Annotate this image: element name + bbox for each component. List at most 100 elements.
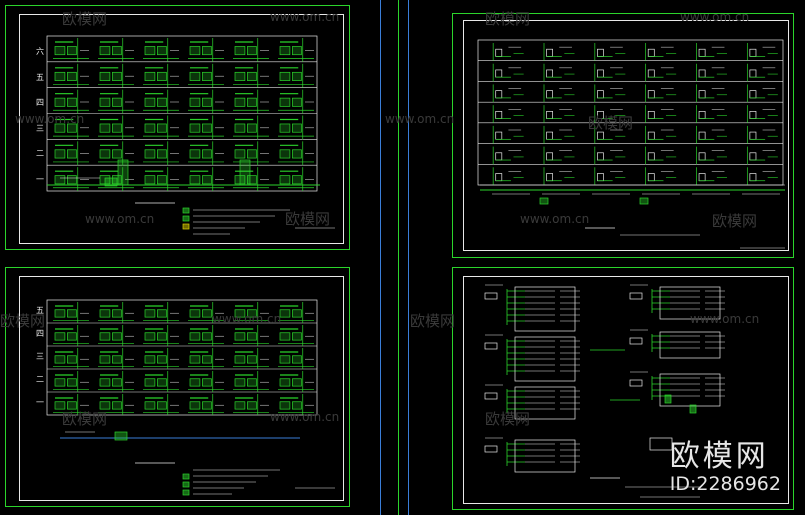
- watermark-brand-2: 欧模网: [485, 10, 531, 28]
- br-incoming-box: [629, 337, 643, 345]
- tl-unit-box: [189, 175, 201, 185]
- tr-unit-box: [749, 111, 757, 119]
- bl-unit-box: [292, 401, 302, 410]
- tl-unit-box: [144, 97, 156, 107]
- tl-floor-label: 六: [36, 47, 44, 56]
- tr-unit-box: [495, 90, 503, 99]
- tl-unit-box: [144, 175, 156, 185]
- tr-unit-box: [749, 90, 757, 99]
- bl-unit-box: [112, 378, 122, 387]
- tl-floor-label: 二: [36, 149, 44, 158]
- bl-unit-box: [157, 332, 167, 341]
- watermark-brand-3: 欧模网: [285, 210, 331, 228]
- tr-unit-box: [749, 69, 757, 78]
- bl-unit-box: [292, 355, 302, 364]
- tl-unit-box: [112, 46, 122, 56]
- bl-unit-box: [202, 355, 212, 364]
- bl-unit-box: [157, 355, 167, 364]
- tl-unit-box: [279, 149, 291, 159]
- tl-unit-box: [292, 97, 302, 107]
- tl-unit-box: [292, 123, 302, 133]
- tl-unit-box: [54, 149, 66, 159]
- tl-unit-box: [67, 123, 77, 133]
- br-panel-frame: [514, 286, 576, 332]
- tr-unit-box: [495, 131, 503, 140]
- watermark-site-1: www.om.cn: [270, 10, 340, 24]
- br-device-box: [649, 437, 673, 451]
- bl-unit-box: [189, 401, 201, 410]
- tl-unit-box: [157, 149, 167, 159]
- tl-unit-box: [292, 175, 302, 185]
- bl-unit-box: [202, 309, 212, 318]
- watermark-brand-5: 欧模网: [712, 212, 758, 230]
- bl-unit-box: [247, 332, 257, 341]
- tl-unit-box: [67, 175, 77, 185]
- tl-unit-box: [189, 46, 201, 56]
- tl-unit-box: [54, 175, 66, 185]
- tl-unit-box: [234, 71, 246, 81]
- tl-unit-box: [67, 46, 77, 56]
- br-incoming-box: [484, 392, 498, 400]
- bl-unit-box: [292, 332, 302, 341]
- bl-unit-box: [279, 401, 291, 410]
- tl-unit-box: [189, 71, 201, 81]
- bl-floor-label: 一: [36, 398, 44, 407]
- bl-floor-label: 五: [36, 306, 44, 315]
- bl-unit-box: [247, 355, 257, 364]
- watermark-site-3: www.om.cn: [85, 212, 155, 226]
- watermark-site-4: www.om.cn: [385, 112, 455, 126]
- br-panel-frame: [514, 386, 576, 420]
- tr-unit-box: [698, 90, 706, 99]
- bl-unit-box: [247, 401, 257, 410]
- bl-unit-box: [157, 309, 167, 318]
- tl-unit-box: [157, 46, 167, 56]
- tr-unit-box: [647, 90, 655, 99]
- tl-unit-box: [144, 123, 156, 133]
- tl-unit-box: [157, 97, 167, 107]
- sheet-top-left: [5, 5, 350, 250]
- bl-legend-box: [182, 489, 190, 496]
- tl-unit-box: [234, 123, 246, 133]
- tl-unit-box: [202, 97, 212, 107]
- bl-unit-box: [234, 401, 246, 410]
- tr-meter-box: [539, 197, 549, 205]
- tl-meter-box: [117, 159, 129, 186]
- tl-unit-box: [54, 71, 66, 81]
- bl-unit-box: [67, 401, 77, 410]
- tl-floor-label: 一: [36, 174, 44, 184]
- br-panel-frame: [659, 331, 721, 359]
- watermark-site-9: www.om.cn: [270, 410, 340, 424]
- tr-unit-box: [698, 152, 706, 161]
- tl-unit-box: [247, 123, 257, 133]
- bl-unit-box: [99, 355, 111, 364]
- tl-unit-box: [157, 175, 167, 185]
- br-panel-frame: [514, 336, 576, 382]
- br-device: [664, 394, 672, 404]
- br-panel-frame: [659, 286, 721, 320]
- sheet-bottom-left: [5, 267, 350, 507]
- bl-unit-box: [157, 378, 167, 387]
- watermark-brand-7: 欧模网: [0, 312, 46, 330]
- tl-unit-box: [54, 123, 66, 133]
- tl-unit-box: [292, 71, 302, 81]
- bl-unit-box: [202, 378, 212, 387]
- bl-unit-box: [54, 355, 66, 364]
- sheet-top-left-border: [19, 14, 344, 244]
- bl-unit-box: [279, 309, 291, 318]
- tr-unit-box: [495, 152, 503, 161]
- tl-unit-box: [144, 71, 156, 81]
- tr-unit-box: [597, 90, 604, 99]
- bl-unit-box: [234, 332, 246, 341]
- bl-unit-box: [234, 355, 246, 364]
- bl-unit-box: [144, 309, 156, 318]
- sheet-top-right: [452, 13, 794, 258]
- tr-unit-box: [698, 111, 706, 119]
- bl-unit-box: [279, 378, 291, 387]
- tl-unit-box: [279, 71, 291, 81]
- tl-unit-box: [247, 175, 257, 185]
- sheet-bottom-left-border: [19, 276, 344, 501]
- tr-unit-box: [647, 69, 655, 78]
- tl-unit-box: [54, 46, 66, 56]
- bl-unit-box: [99, 309, 111, 318]
- tl-unit-box: [99, 123, 111, 133]
